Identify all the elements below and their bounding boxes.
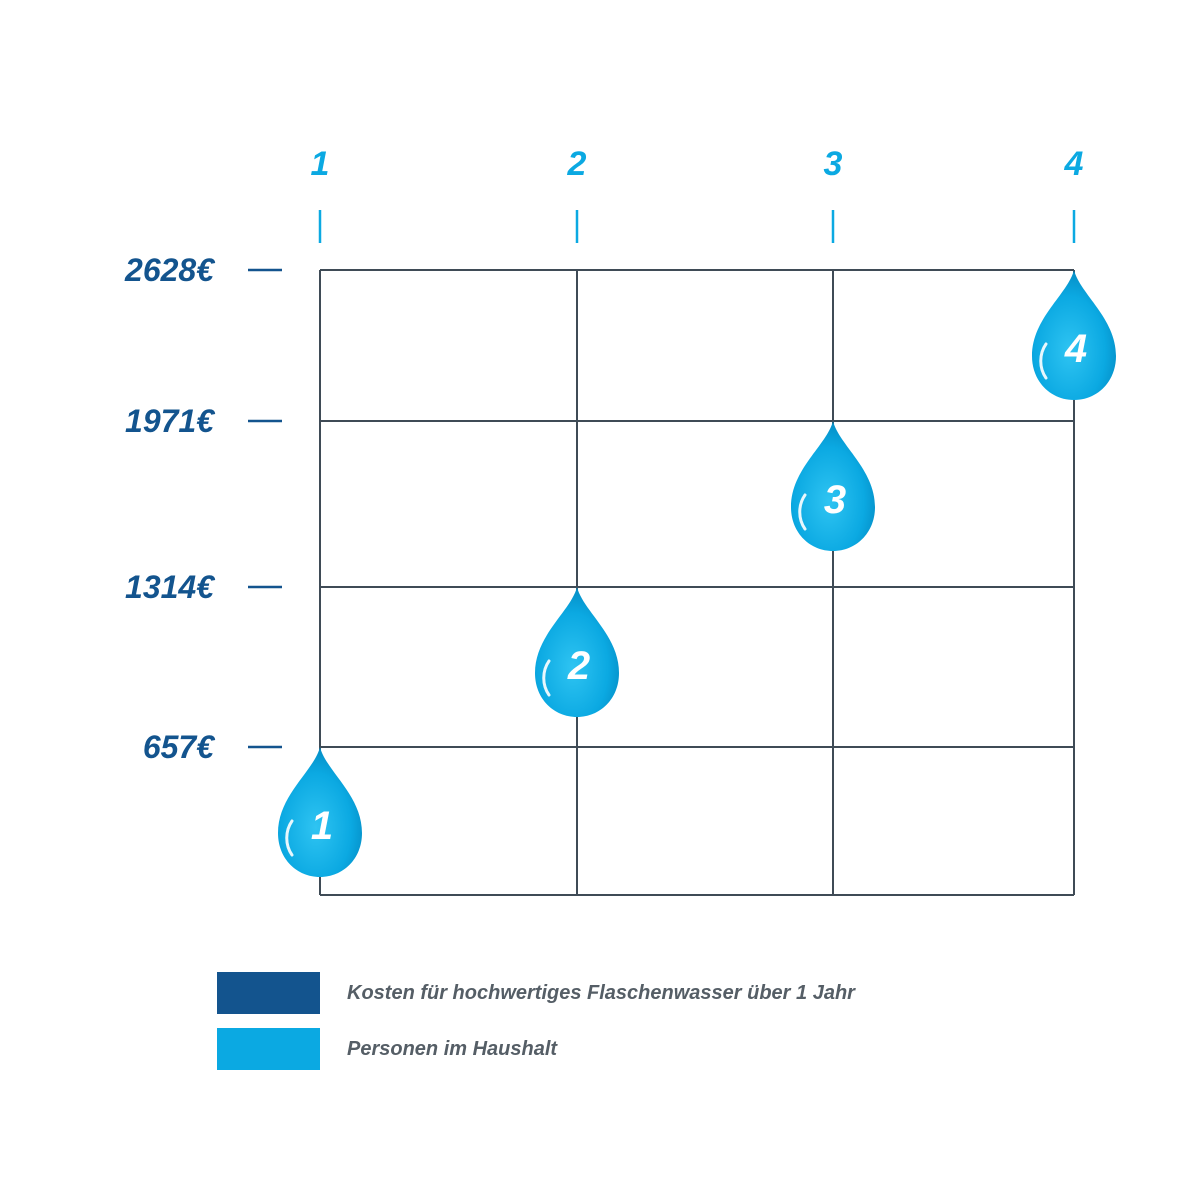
y-tick-label-1971: 1971€ <box>125 403 215 439</box>
data-label-1: 1 <box>311 804 333 848</box>
drop-highlight-1 <box>285 819 294 857</box>
legend-item-cost: Kosten für hochwertiges Flaschenwasser ü… <box>217 972 1017 1014</box>
x-tick-label-4: 4 <box>1064 145 1084 183</box>
data-label-2: 2 <box>567 644 590 688</box>
drop-body-3 <box>791 421 875 551</box>
data-point-drop-1: 1 <box>278 747 362 877</box>
drop-body-2 <box>535 587 619 717</box>
x-tick-label-3: 3 <box>824 145 843 183</box>
legend-item-persons: Personen im Haushalt <box>217 1028 1017 1070</box>
data-point-drop-4: 4 <box>1032 270 1116 400</box>
drop-highlight-2 <box>542 659 551 697</box>
axis-ticks: 1 2 3 4 657€ 1314€ 1971€ 2628€ <box>124 145 1084 765</box>
drop-body-4 <box>1032 270 1116 400</box>
data-point-drop-2: 2 <box>535 587 619 717</box>
legend-swatch-persons <box>217 1028 320 1070</box>
x-tick-label-1: 1 <box>311 145 330 183</box>
y-tick-label-2628: 2628€ <box>124 252 215 288</box>
drop-highlight-3 <box>798 493 807 531</box>
drop-body-1 <box>278 747 362 877</box>
legend-label-cost: Kosten für hochwertiges Flaschenwasser ü… <box>347 981 855 1004</box>
drop-highlight-4 <box>1039 342 1048 380</box>
x-tick-label-2: 2 <box>567 145 587 183</box>
y-tick-label-1314: 1314€ <box>125 569 215 605</box>
legend: Kosten für hochwertiges Flaschenwasser ü… <box>217 972 1017 1084</box>
data-label-4: 4 <box>1064 327 1087 371</box>
plot-grid <box>319 269 1075 896</box>
data-label-3: 3 <box>824 478 846 522</box>
data-marks: 1 2 3 4 <box>278 270 1116 877</box>
legend-swatch-cost <box>217 972 320 1014</box>
y-tick-label-657: 657€ <box>143 729 215 765</box>
legend-label-persons: Personen im Haushalt <box>347 1037 558 1060</box>
data-point-drop-3: 3 <box>791 421 875 551</box>
